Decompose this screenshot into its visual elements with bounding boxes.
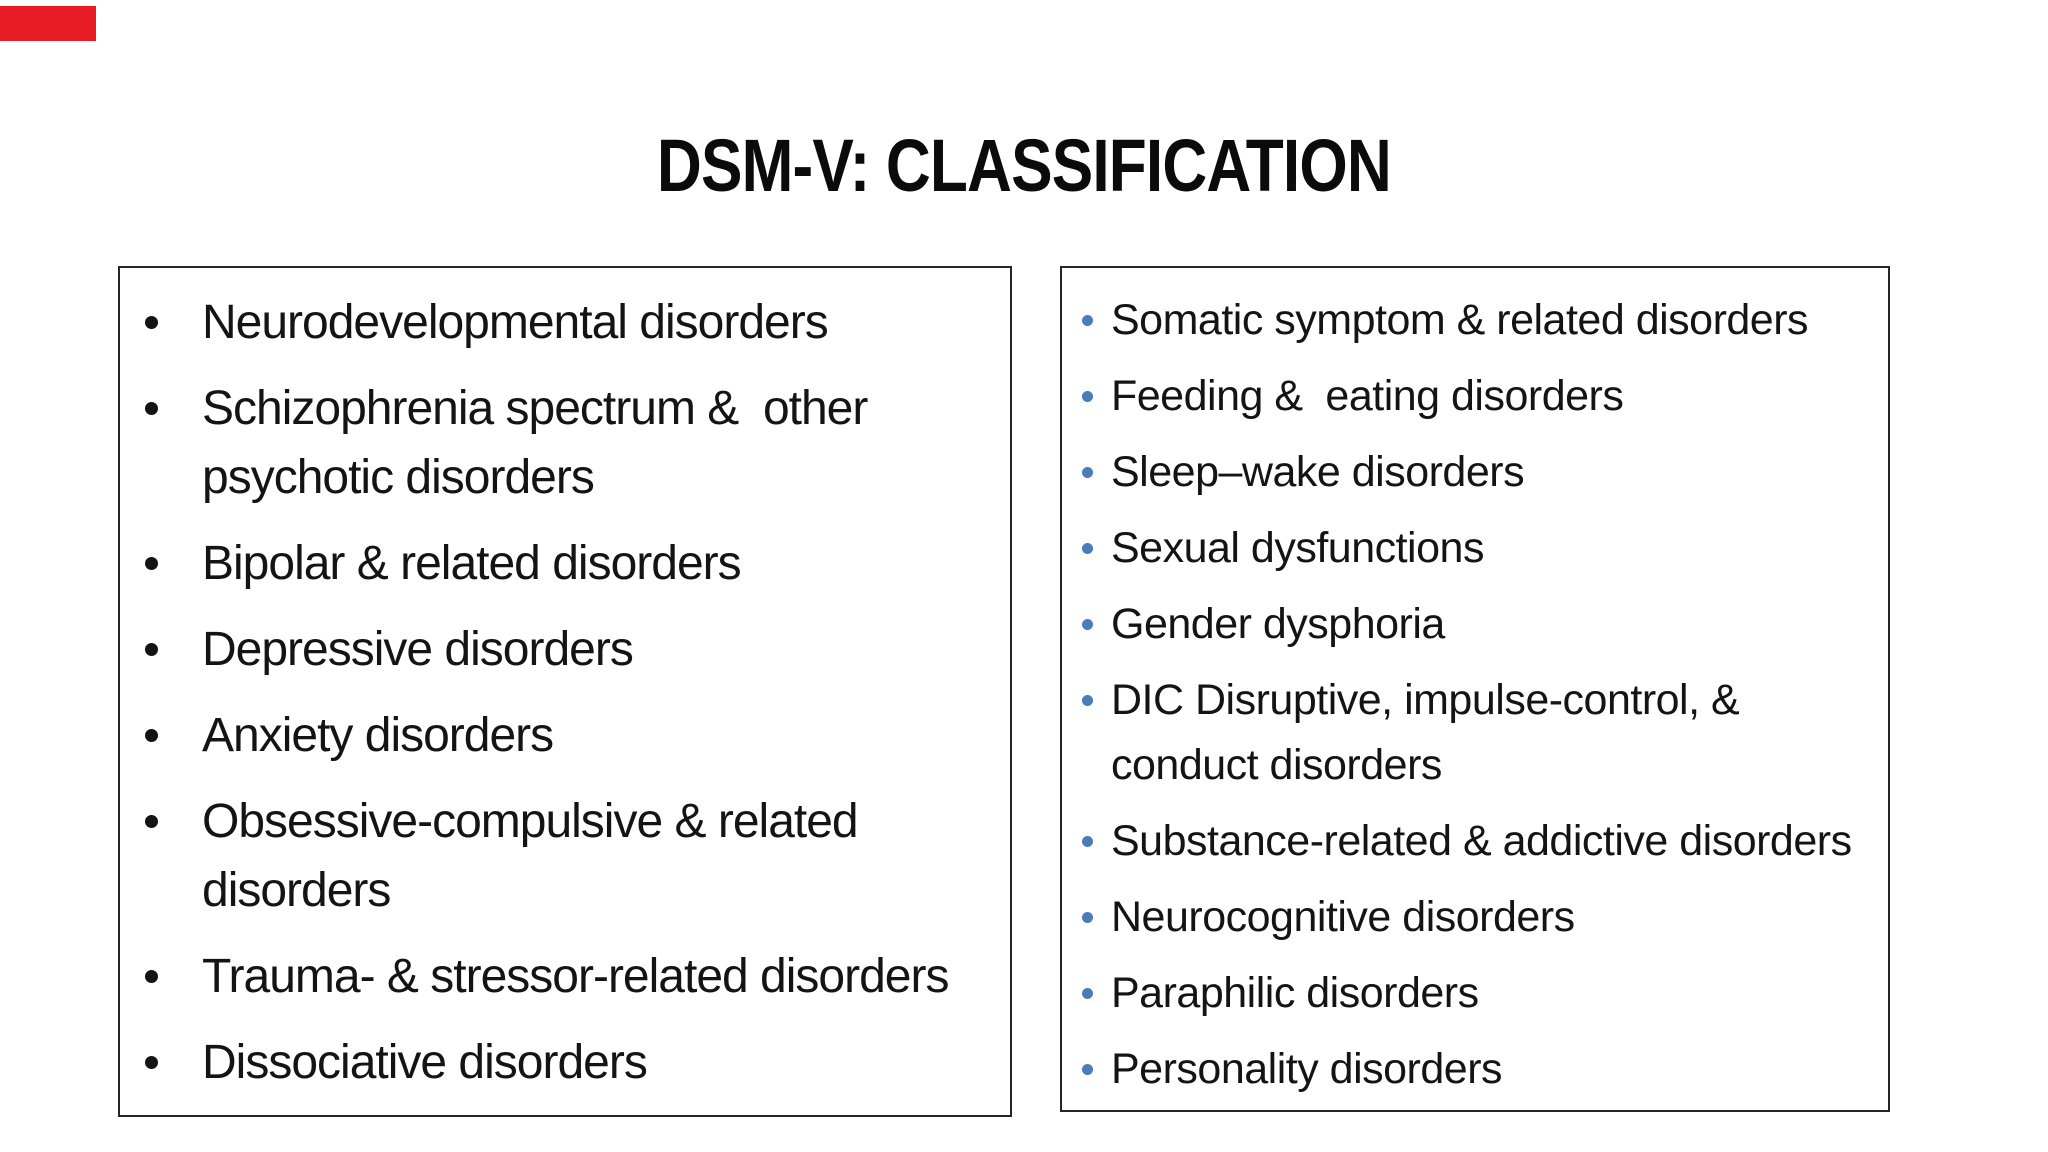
list-item: Schizophrenia spectrum & other psychotic… xyxy=(120,374,1010,512)
bullet-icon xyxy=(1082,543,1093,554)
bullet-icon xyxy=(1082,912,1093,923)
item-text: Gender dysphoria xyxy=(1111,600,1445,648)
bullet-icon xyxy=(1082,836,1093,847)
item-text: Sleep–wake disorders xyxy=(1111,448,1525,496)
list-item: DIC Disruptive, impulse-control, & condu… xyxy=(1062,668,1888,798)
bullet-icon xyxy=(1082,695,1093,706)
item-text: Dissociative disorders xyxy=(202,1036,648,1089)
list-item: Depressive disorders xyxy=(120,615,1010,684)
bullet-icon xyxy=(145,1056,158,1069)
list-item: Substance-related & addictive disorders xyxy=(1062,809,1888,874)
list-item: Anxiety disorders xyxy=(120,701,1010,770)
item-text: Anxiety disorders xyxy=(202,709,554,762)
item-text: Trauma- & stressor-related disorders xyxy=(202,950,949,1003)
bullet-icon xyxy=(145,815,158,828)
list-item: Personality disorders xyxy=(1062,1037,1888,1102)
bullet-icon xyxy=(145,729,158,742)
list-item: Paraphilic disorders xyxy=(1062,961,1888,1026)
left-category-list: Neurodevelopmental disorders Schizophren… xyxy=(120,288,1010,1097)
bullet-icon xyxy=(1082,391,1093,402)
item-text: Obsessive-compulsive & related disorders xyxy=(202,795,859,917)
bullet-icon xyxy=(145,970,158,983)
list-item: Trauma- & stressor-related disorders xyxy=(120,942,1010,1011)
bullet-icon xyxy=(145,557,158,570)
bullet-icon xyxy=(1082,988,1093,999)
list-item: Obsessive-compulsive & related disorders xyxy=(120,787,1010,925)
item-text: Substance-related & addictive disorders xyxy=(1111,817,1852,865)
red-marker xyxy=(0,6,96,41)
item-text: Personality disorders xyxy=(1111,1045,1503,1093)
item-text: Neurocognitive disorders xyxy=(1111,893,1575,941)
list-item: Sexual dysfunctions xyxy=(1062,516,1888,581)
item-text: Somatic symptom & related disorders xyxy=(1111,296,1809,344)
list-item: Somatic symptom & related disorders xyxy=(1062,288,1888,353)
title-row: DSM-V: CLASSIFICATION xyxy=(0,126,2048,206)
item-text: Neurodevelopmental disorders xyxy=(202,296,829,349)
bullet-icon xyxy=(1082,467,1093,478)
list-item: Bipolar & related disorders xyxy=(120,529,1010,598)
list-item: Gender dysphoria xyxy=(1062,592,1888,657)
right-category-box: Somatic symptom & related disorders Feed… xyxy=(1060,266,1890,1112)
item-text: Feeding & eating disorders xyxy=(1111,372,1624,420)
bullet-icon xyxy=(1082,619,1093,630)
list-item: Sleep–wake disorders xyxy=(1062,440,1888,505)
list-item: Feeding & eating disorders xyxy=(1062,364,1888,429)
item-text: Depressive disorders xyxy=(202,623,634,676)
list-item: Dissociative disorders xyxy=(120,1028,1010,1097)
item-text: Paraphilic disorders xyxy=(1111,969,1479,1017)
list-item: Neurocognitive disorders xyxy=(1062,885,1888,950)
bullet-icon xyxy=(145,402,158,415)
item-text: Schizophrenia spectrum & other psychotic… xyxy=(202,382,868,504)
right-category-list: Somatic symptom & related disorders Feed… xyxy=(1062,288,1888,1102)
left-category-box: Neurodevelopmental disorders Schizophren… xyxy=(118,266,1012,1117)
bullet-icon xyxy=(145,643,158,656)
item-text: DIC Disruptive, impulse-control, & condu… xyxy=(1111,676,1740,789)
bullet-icon xyxy=(145,316,158,329)
item-text: Sexual dysfunctions xyxy=(1111,524,1484,572)
bullet-icon xyxy=(1082,315,1093,326)
page-title: DSM-V: CLASSIFICATION xyxy=(656,124,1392,207)
item-text: Bipolar & related disorders xyxy=(202,537,742,590)
list-item: Neurodevelopmental disorders xyxy=(120,288,1010,357)
bullet-icon xyxy=(1082,1064,1093,1075)
